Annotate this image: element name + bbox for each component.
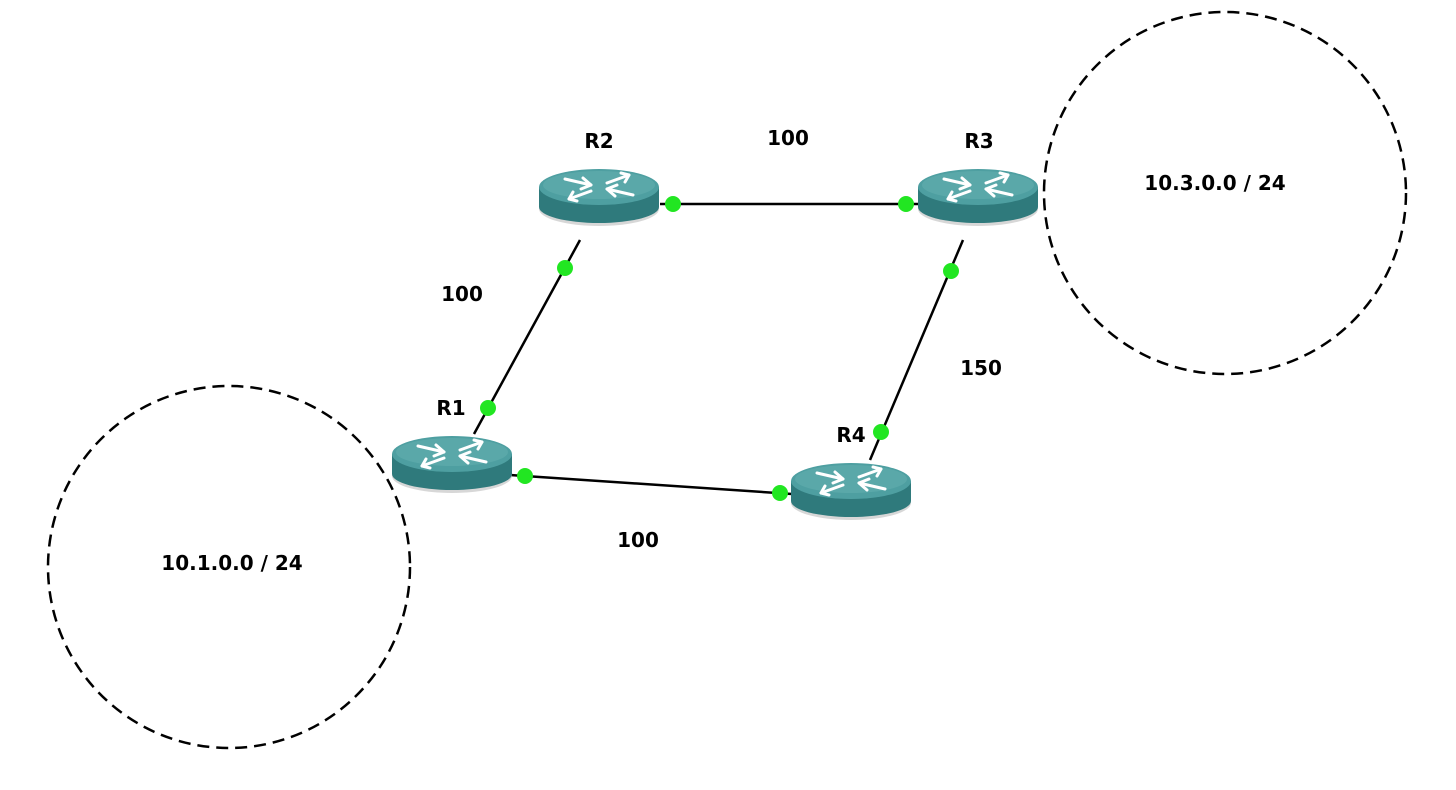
network-10-3-outline: [1042, 10, 1408, 376]
network-10-3: 10.3.0.0 / 24: [1042, 10, 1408, 376]
router-r2-label: R2: [584, 129, 613, 153]
link-r1-r2-cost: 100: [441, 282, 483, 306]
network-10-3-label: 10.3.0.0 / 24: [1144, 171, 1285, 195]
port-r3-to-r2[interactable]: [898, 196, 914, 212]
port-r1-to-r4[interactable]: [517, 468, 533, 484]
router-r1-label: R1: [436, 396, 465, 420]
network-10-1-outline: [46, 384, 412, 750]
router-r3-label: R3: [964, 129, 993, 153]
router-r4[interactable]: R4: [789, 423, 913, 522]
router-r2[interactable]: R2: [537, 129, 661, 228]
link-r1-r4-cost: 100: [617, 528, 659, 552]
link-r1-r4[interactable]: [509, 473, 793, 496]
router-icon: [537, 167, 661, 228]
router-icon: [789, 461, 913, 522]
router-r1[interactable]: R1: [390, 396, 514, 495]
router-icon: [916, 167, 1040, 228]
port-r4-to-r3[interactable]: [873, 424, 889, 440]
port-r2-to-r3[interactable]: [665, 196, 681, 212]
port-r2-to-r1[interactable]: [557, 260, 573, 276]
network-10-1: 10.1.0.0 / 24: [46, 384, 412, 750]
link-r3-r4-cost: 150: [960, 356, 1002, 380]
port-r3-to-r4[interactable]: [943, 263, 959, 279]
port-r4-to-r1[interactable]: [772, 485, 788, 501]
link-r2-r3-cost: 100: [767, 126, 809, 150]
network-10-1-label: 10.1.0.0 / 24: [161, 551, 302, 575]
router-r3[interactable]: R3: [916, 129, 1040, 228]
router-r4-label: R4: [836, 423, 865, 447]
port-r1-to-r2[interactable]: [480, 400, 496, 416]
router-icon: [390, 434, 514, 495]
